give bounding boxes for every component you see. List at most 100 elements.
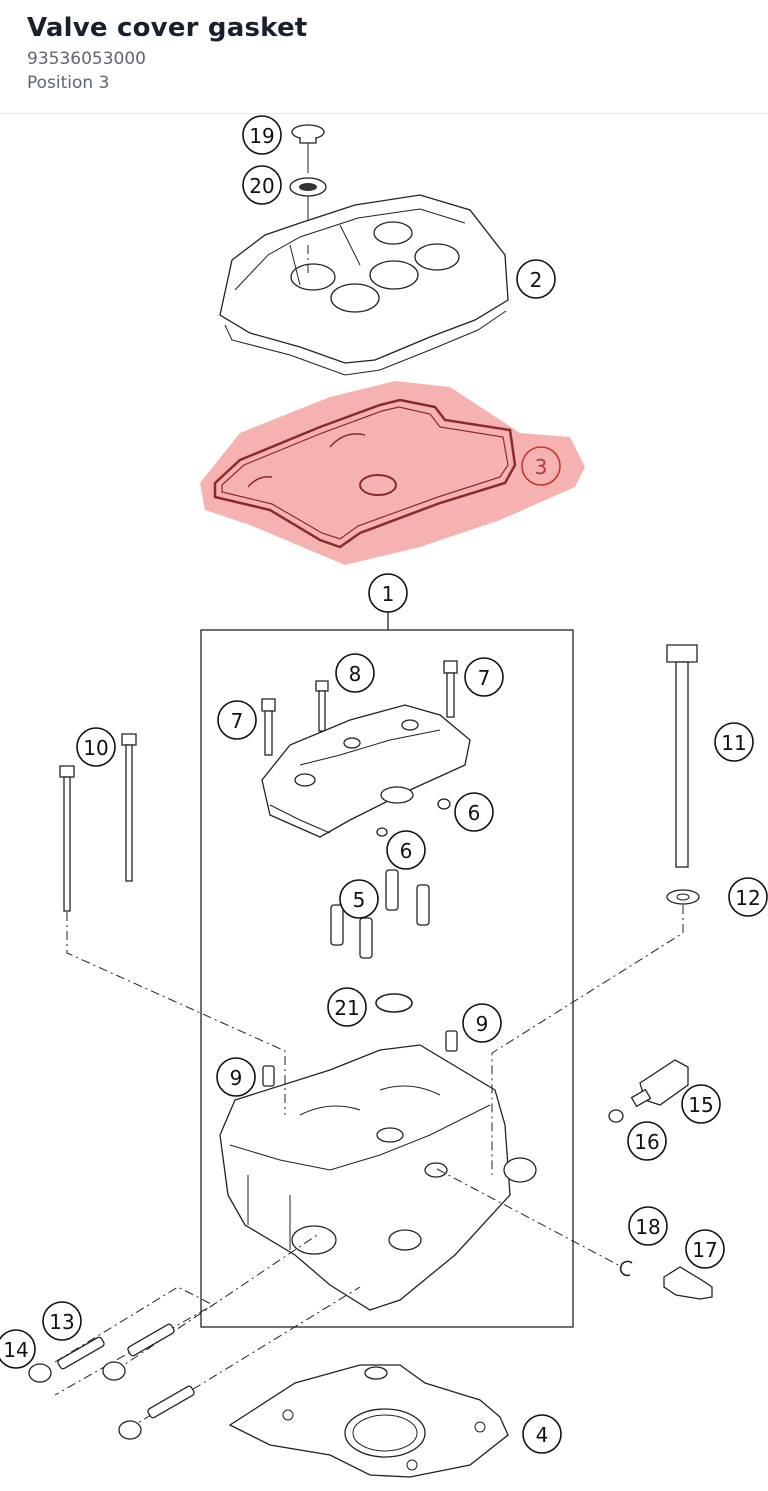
- callout-19[interactable]: 19: [242, 115, 282, 155]
- part-11-long-bolt[interactable]: [666, 644, 698, 868]
- callout-label: 19: [249, 124, 274, 148]
- callout-circle: [522, 1414, 562, 1454]
- part-12-washer[interactable]: [666, 889, 700, 905]
- part-3-valve-cover-gasket[interactable]: [213, 398, 517, 549]
- part-position: Position 3: [27, 73, 110, 93]
- part-18-circlip[interactable]: [619, 1260, 633, 1277]
- callout-circle: [42, 1301, 82, 1341]
- callout-label: 17: [692, 1238, 717, 1262]
- part-16-o-ring[interactable]: [608, 1109, 624, 1123]
- callout-5[interactable]: 5: [339, 879, 379, 919]
- callout-label: 20: [249, 174, 274, 198]
- callout-circle: [216, 1057, 256, 1097]
- callout-17[interactable]: 17: [685, 1229, 725, 1269]
- part-2-valve-cover[interactable]: [219, 194, 509, 376]
- callout-8[interactable]: 8: [335, 653, 375, 693]
- callout-label: 9: [230, 1066, 243, 1090]
- callout-circle: [627, 1121, 667, 1161]
- part-10-studs[interactable]: [59, 733, 137, 912]
- callout-15[interactable]: 15: [681, 1084, 721, 1124]
- callout-label: 7: [231, 709, 244, 733]
- callout-6[interactable]: 6: [454, 792, 494, 832]
- callout-18[interactable]: 18: [628, 1206, 668, 1246]
- callout-circle: [714, 722, 754, 762]
- callout-circle: [242, 165, 282, 205]
- callout-label: 3: [535, 455, 548, 479]
- callout-circle: [521, 446, 561, 486]
- callout-circle: [368, 573, 408, 613]
- callout-label: 4: [536, 1423, 549, 1447]
- callout-14[interactable]: 14: [0, 1329, 36, 1369]
- part-9-dowel-left[interactable]: [262, 1065, 275, 1087]
- callout-10[interactable]: 10: [76, 727, 116, 767]
- callout-circle: [516, 259, 556, 299]
- callout-label: 2: [530, 268, 543, 292]
- part-6-plug-b[interactable]: [376, 827, 388, 837]
- callout-9[interactable]: 9: [216, 1057, 256, 1097]
- callout-6[interactable]: 6: [386, 830, 426, 870]
- callout-7[interactable]: 7: [217, 700, 257, 740]
- callout-label: 13: [49, 1310, 74, 1334]
- leader-13: [54, 1286, 215, 1396]
- part-6-plug-a[interactable]: [437, 798, 451, 810]
- part-number: 93536053000: [27, 49, 146, 69]
- callout-circle: [685, 1229, 725, 1269]
- part-21-o-ring[interactable]: [375, 993, 413, 1013]
- callout-label: 6: [400, 839, 413, 863]
- callout-13[interactable]: 13: [42, 1301, 82, 1341]
- part-5-valve-lifters[interactable]: [330, 869, 430, 959]
- callout-label: 11: [721, 731, 746, 755]
- camshaft-carrier[interactable]: [261, 704, 471, 838]
- callout-label: 6: [468, 801, 481, 825]
- callout-label: 16: [634, 1130, 659, 1154]
- callout-20[interactable]: 20: [242, 165, 282, 205]
- callout-circle: [454, 792, 494, 832]
- part-13-studs[interactable]: [57, 1323, 195, 1419]
- callout-label: 15: [688, 1093, 713, 1117]
- callout-circle: [339, 879, 379, 919]
- callout-11[interactable]: 11: [714, 722, 754, 762]
- leader-14: [114, 1232, 321, 1372]
- part-8-bolt[interactable]: [315, 680, 329, 732]
- callout-7[interactable]: 7: [464, 657, 504, 697]
- part-7-bolt-right[interactable]: [443, 660, 458, 718]
- part-9-dowel-right[interactable]: [445, 1030, 458, 1052]
- leader-18: [436, 1168, 623, 1268]
- callout-21[interactable]: 21: [327, 987, 367, 1027]
- callout-circle: [728, 877, 768, 917]
- callout-4[interactable]: 4: [522, 1414, 562, 1454]
- part-7-bolt-left[interactable]: [261, 698, 276, 756]
- callout-circle: [386, 830, 426, 870]
- callout-2[interactable]: 2: [516, 259, 556, 299]
- callout-3[interactable]: 3: [521, 446, 561, 486]
- callout-label: 14: [3, 1338, 28, 1362]
- part-4-head-gasket[interactable]: [228, 1364, 509, 1478]
- callout-label: 5: [353, 888, 366, 912]
- callout-circle: [217, 700, 257, 740]
- part-19-bolt[interactable]: [291, 124, 325, 173]
- leader-12: [491, 905, 684, 1175]
- callout-9[interactable]: 9: [462, 1003, 502, 1043]
- callout-label: 7: [478, 666, 491, 690]
- callout-label: 9: [476, 1012, 489, 1036]
- callout-label: 21: [334, 996, 359, 1020]
- callout-1[interactable]: 1: [368, 573, 408, 613]
- group-1-box: [200, 629, 574, 1328]
- callout-circle: [327, 987, 367, 1027]
- part-20-seal[interactable]: [289, 177, 327, 265]
- part-header: Valve cover gasket 93536053000 Position …: [0, 0, 768, 114]
- part-14-nuts[interactable]: [28, 1361, 142, 1440]
- part-title: Valve cover gasket: [27, 13, 308, 43]
- part-15-temperature-sensor[interactable]: [630, 1059, 689, 1108]
- callout-label: 10: [83, 736, 108, 760]
- callout-circle: [0, 1329, 36, 1369]
- callout-circle: [464, 657, 504, 697]
- callout-circle: [681, 1084, 721, 1124]
- callout-12[interactable]: 12: [728, 877, 768, 917]
- part-17-sensor[interactable]: [663, 1266, 713, 1300]
- callout-circle: [462, 1003, 502, 1043]
- callout-label: 8: [349, 662, 362, 686]
- part-1-cylinder-head[interactable]: [219, 1044, 537, 1311]
- callout-16[interactable]: 16: [627, 1121, 667, 1161]
